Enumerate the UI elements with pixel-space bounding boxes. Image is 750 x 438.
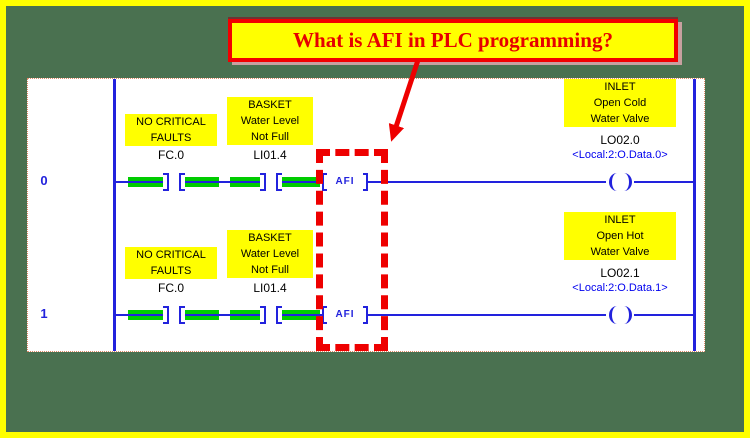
ladder-panel: 0 NO CRITICAL FAULTS FC.0 BASKET Water L… [27, 78, 705, 352]
coil-arc-icon [608, 306, 618, 324]
question-banner: What is AFI in PLC programming? [228, 19, 678, 62]
rung-1: 1 NO CRITICAL FAULTS FC.0 BASKET Water L… [28, 79, 704, 351]
contact-bracket-icon [179, 306, 185, 324]
question-text: What is AFI in PLC programming? [293, 28, 613, 52]
afi-instruction[interactable]: AFI [322, 173, 368, 191]
contact-description: NO CRITICAL FAULTS [125, 114, 217, 146]
xic-contact-symbol[interactable] [260, 306, 282, 324]
contact-bracket-icon [276, 173, 282, 191]
contact-description: NO CRITICAL FAULTS [125, 247, 217, 279]
output-tag[interactable]: LO02.0 [600, 133, 640, 147]
contact-bracket-icon [260, 306, 266, 324]
contact-tag[interactable]: LI01.4 [253, 281, 287, 295]
ote-coil-symbol[interactable] [606, 306, 634, 324]
xic-contact-symbol[interactable] [163, 173, 185, 191]
afi-bracket-icon [322, 306, 327, 324]
output-tag[interactable]: LO02.1 [600, 266, 640, 280]
contact-bracket-icon [179, 173, 185, 191]
output-address: <Local:2:O.Data.1> [572, 282, 668, 294]
contact-tag[interactable]: LI01.4 [253, 148, 287, 162]
contact-tag[interactable]: FC.0 [157, 148, 184, 162]
xic-contact-symbol[interactable] [163, 306, 185, 324]
contact-bracket-icon [276, 306, 282, 324]
contact-bracket-icon [163, 306, 169, 324]
afi-bracket-icon [322, 173, 327, 191]
contact-bracket-icon [260, 173, 266, 191]
rung-number[interactable]: 0 [40, 173, 48, 188]
right-power-rail [693, 79, 696, 351]
output-address: <Local:2:O.Data.0> [572, 149, 668, 161]
contact-description: BASKET Water Level Not Full [227, 97, 313, 145]
rung-wire [114, 181, 695, 183]
rung-number[interactable]: 1 [40, 306, 48, 321]
coil-arc-icon [623, 173, 632, 191]
annotation-arrow [388, 59, 421, 142]
coil-arc-icon [608, 173, 618, 191]
xic-contact-symbol[interactable] [260, 173, 282, 191]
rung-0: 0 NO CRITICAL FAULTS FC.0 BASKET Water L… [28, 79, 704, 351]
afi-bracket-icon [363, 173, 368, 191]
rung-wire [114, 314, 695, 316]
contact-description: BASKET Water Level Not Full [227, 230, 313, 278]
afi-label: AFI [335, 309, 355, 320]
output-description: INLET Open Hot Water Valve [564, 212, 676, 260]
afi-label: AFI [335, 176, 355, 187]
contact-tag[interactable]: FC.0 [157, 281, 184, 295]
ote-coil-symbol[interactable] [606, 173, 634, 191]
contact-bracket-icon [163, 173, 169, 191]
output-description: INLET Open Cold Water Valve [564, 79, 676, 127]
left-power-rail [113, 79, 116, 351]
afi-instruction[interactable]: AFI [322, 306, 368, 324]
afi-bracket-icon [363, 306, 368, 324]
coil-arc-icon [623, 306, 632, 324]
